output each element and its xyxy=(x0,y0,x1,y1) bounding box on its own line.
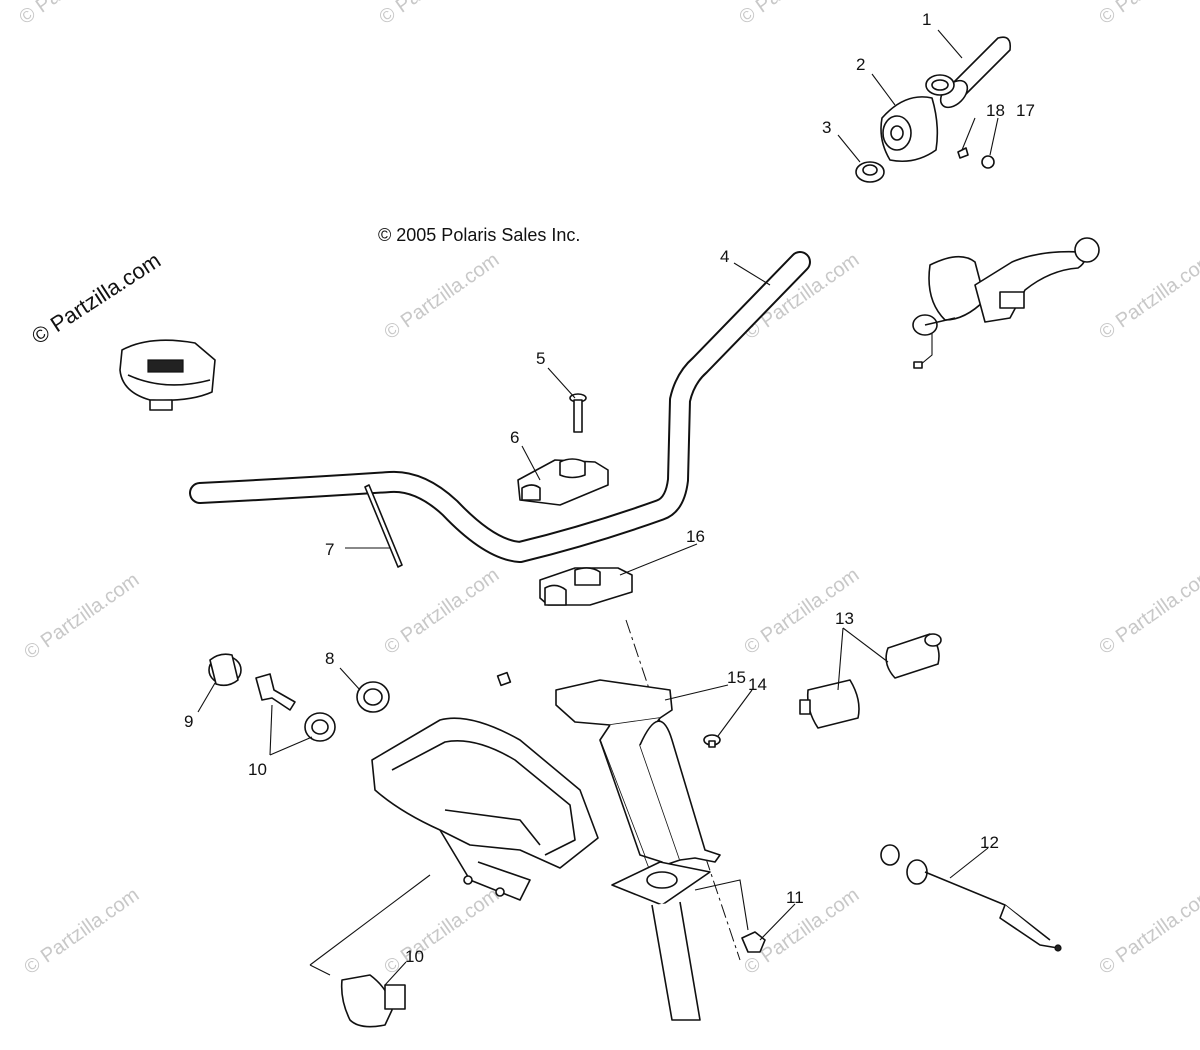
callout-16: 16 xyxy=(686,527,705,546)
part-13-switch-body xyxy=(799,679,860,729)
callout-11: 11 xyxy=(786,888,804,907)
watermark: © Partzilla.com xyxy=(1095,564,1200,659)
callouts: 1 2 3 18 17 4 5 6 7 16 8 9 10 15 14 13 1… xyxy=(184,10,1035,966)
part-3-washer xyxy=(855,161,885,183)
part-15-bracket xyxy=(555,679,721,871)
part-6-upper-clamp xyxy=(517,458,609,506)
part-13-switch-cap xyxy=(885,633,942,679)
part-7-pin xyxy=(364,484,403,568)
watermark-main: © Partzilla.com xyxy=(27,247,165,349)
part-10-key xyxy=(255,673,296,711)
watermark: © Partzilla.com xyxy=(1095,0,1200,29)
part-18-screw xyxy=(957,147,969,159)
watermark: © Partzilla.com xyxy=(735,0,858,29)
watermark: © Partzilla.com xyxy=(1095,249,1200,344)
callout-17: 17 xyxy=(1016,101,1035,120)
callout-14: 14 xyxy=(748,675,767,694)
callout-10-upper: 10 xyxy=(248,760,267,779)
part-10-bezel xyxy=(304,712,336,742)
part-14-bolt xyxy=(703,734,721,748)
callout-8: 8 xyxy=(325,649,334,668)
callout-5: 5 xyxy=(536,349,545,368)
part-5-bolt xyxy=(569,393,587,433)
part-9-plug xyxy=(208,653,242,687)
watermark: © Partzilla.com xyxy=(380,249,503,344)
callout-9: 9 xyxy=(184,712,193,731)
part-10-connector xyxy=(340,974,406,1028)
callout-1: 1 xyxy=(922,10,931,29)
callout-7: 7 xyxy=(325,540,334,559)
part-11-nut xyxy=(741,931,766,953)
part-2-throttle-housing xyxy=(880,96,939,163)
watermark: © Partzilla.com xyxy=(380,564,503,659)
part-8-grommet xyxy=(356,681,390,713)
part-brake-lever-assembly xyxy=(912,237,1100,369)
callout-13: 13 xyxy=(835,609,854,628)
part-handlebar-pod xyxy=(371,717,599,901)
callout-4: 4 xyxy=(720,247,729,266)
callout-12: 12 xyxy=(980,833,999,852)
part-1-grip xyxy=(925,36,1012,109)
watermark: © Partzilla.com xyxy=(15,0,138,29)
part-12-cable xyxy=(880,844,1062,952)
part-16-lower-clamp xyxy=(539,567,633,606)
watermark: © Partzilla.com xyxy=(20,884,143,979)
callout-18: 18 xyxy=(986,101,1005,120)
part-small-clip xyxy=(496,671,512,687)
copyright-text: © 2005 Polaris Sales Inc. xyxy=(378,225,580,245)
callout-6: 6 xyxy=(510,428,519,447)
callout-2: 2 xyxy=(856,55,865,74)
leader-lines xyxy=(197,29,999,986)
part-steering-stem xyxy=(611,861,711,1021)
callout-10-lower: 10 xyxy=(405,947,424,966)
part-4-handlebar xyxy=(189,251,811,563)
part-17-nut xyxy=(981,155,995,169)
callout-15: 15 xyxy=(727,668,746,687)
part-switch-housing xyxy=(119,339,216,411)
watermark: © Partzilla.com xyxy=(20,569,143,664)
watermark: © Partzilla.com xyxy=(1095,884,1200,979)
watermark: © Partzilla.com xyxy=(375,0,498,29)
callout-3: 3 xyxy=(822,118,831,137)
